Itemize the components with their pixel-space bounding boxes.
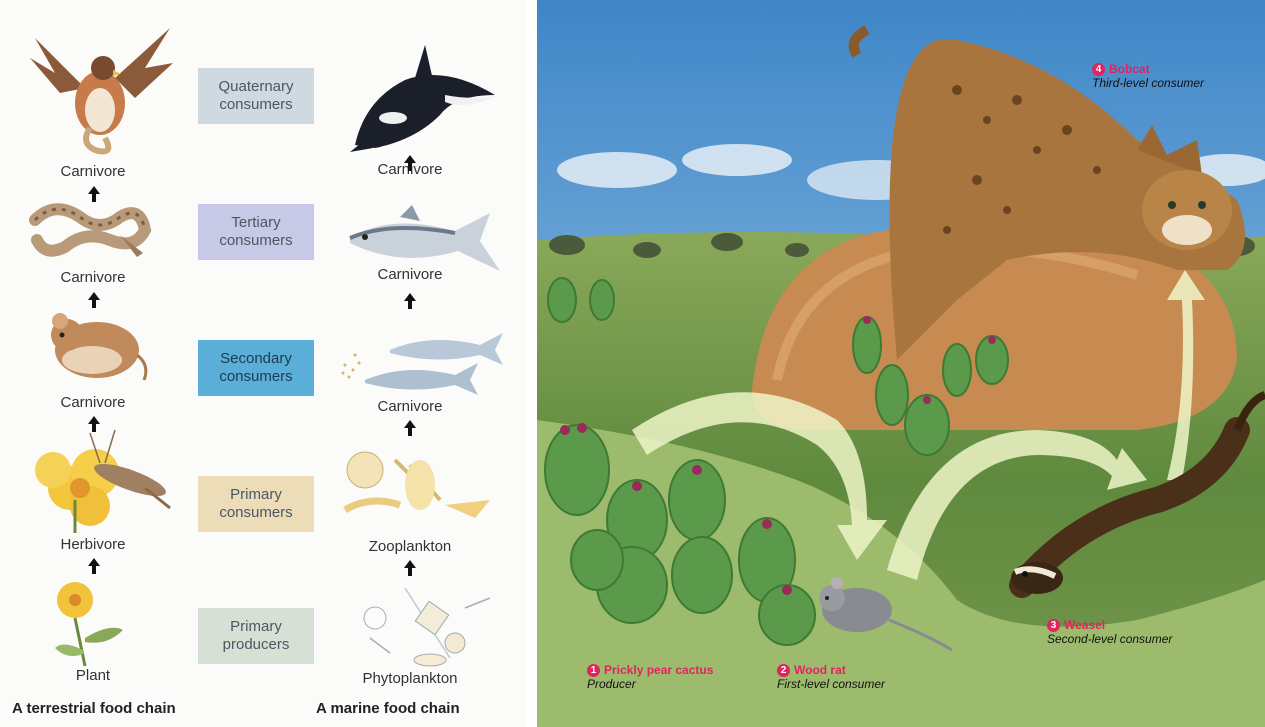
terrestrial-arrow-up-icon (87, 292, 101, 308)
level-box-primary-producers: Primary producers (198, 608, 314, 664)
marine-level-5-label: Phytoplankton (345, 670, 475, 687)
weasel-tag: 3 Weasel Second-level consumer (1047, 618, 1172, 646)
bobcat-name: Bobcat (1109, 62, 1150, 76)
step-number-badge: 3 (1047, 619, 1060, 632)
food-chain-diagram-panel: Quaternary consumers Tertiary consumers … (0, 0, 527, 727)
weasel-role: Second-level consumer (1047, 632, 1172, 646)
terrestrial-arrow-up-icon (87, 558, 101, 574)
terrestrial-arrow-up-icon (87, 186, 101, 202)
level-box-secondary: Secondary consumers (198, 340, 314, 396)
panel-divider (527, 0, 537, 727)
phytoplankton-illustration (350, 578, 500, 668)
mouse-illustration (32, 305, 152, 385)
zooplankton-illustration (340, 440, 505, 530)
bobcat-role: Third-level consumer (1092, 76, 1204, 90)
terrestrial-caption: A terrestrial food chain (12, 700, 176, 717)
cactus-tag: 1 Prickly pear cactus Producer (587, 663, 713, 691)
level-box-quaternary: Quaternary consumers (198, 68, 314, 124)
cactus-role: Producer (587, 677, 713, 691)
level-box-primary-consumers: Primary consumers (198, 476, 314, 532)
terrestrial-level-2-label: Carnivore (48, 269, 138, 286)
flower-grasshopper-illustration (35, 428, 175, 533)
marine-level-4-label: Zooplankton (350, 538, 470, 555)
wood-rat-name: Wood rat (794, 663, 846, 677)
terrestrial-level-1-label: Carnivore (48, 163, 138, 180)
orca-illustration (345, 40, 505, 155)
hawk-illustration (25, 18, 175, 158)
marine-caption: A marine food chain (316, 700, 460, 717)
wood-rat-role: First-level consumer (777, 677, 885, 691)
terrestrial-level-4-label: Herbivore (48, 536, 138, 553)
level-box-tertiary: Tertiary consumers (198, 204, 314, 260)
step-number-badge: 1 (587, 664, 600, 677)
cactus-name: Prickly pear cactus (604, 663, 713, 677)
weasel-name: Weasel (1064, 618, 1105, 632)
step-number-badge: 4 (1092, 63, 1105, 76)
marine-level-2-label: Carnivore (350, 266, 470, 283)
marine-arrow-up-icon (403, 155, 417, 171)
desert-food-chain-illustration: 1 Prickly pear cactus Producer 2 Wood rat … (537, 0, 1265, 727)
sardines-illustration (335, 325, 505, 395)
bobcat-tag: 4 Bobcat Third-level consumer (1092, 62, 1204, 90)
plant-illustration (45, 578, 135, 668)
terrestrial-level-5-label: Plant (48, 667, 138, 684)
terrestrial-level-3-label: Carnivore (48, 394, 138, 411)
marine-level-3-label: Carnivore (350, 398, 470, 415)
marine-arrow-up-icon (403, 293, 417, 309)
step-number-badge: 2 (777, 664, 790, 677)
terrestrial-arrow-up-icon (87, 416, 101, 432)
snake-illustration (25, 195, 155, 265)
wood-rat-tag: 2 Wood rat First-level consumer (777, 663, 885, 691)
marine-arrow-up-icon (403, 420, 417, 436)
marine-arrow-up-icon (403, 560, 417, 576)
